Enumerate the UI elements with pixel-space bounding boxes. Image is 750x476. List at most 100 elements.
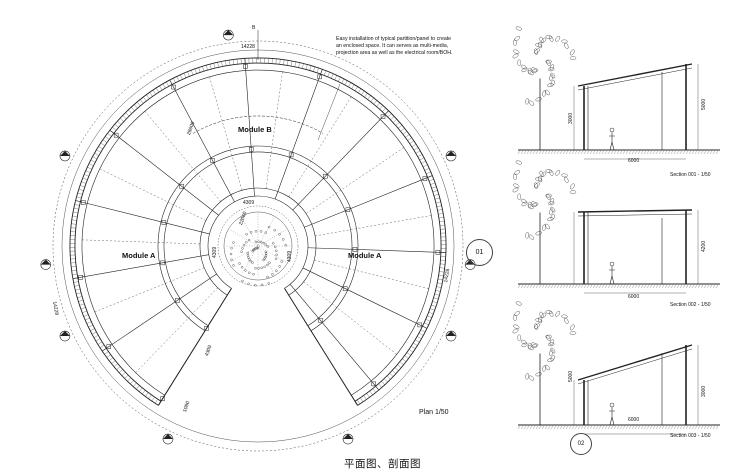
seat-dot <box>246 254 250 257</box>
marker-left-arrow <box>40 259 51 265</box>
section-3 <box>517 344 720 435</box>
tree-leaf <box>515 26 522 31</box>
ground-hatch <box>574 284 578 289</box>
shell-hatch <box>152 90 156 95</box>
ground-hatch <box>607 425 611 430</box>
seat-dot <box>232 264 235 267</box>
seat-dot <box>232 241 235 244</box>
ground-hatch <box>706 425 710 430</box>
shell-hatch <box>119 118 124 122</box>
roof-underside <box>577 348 693 385</box>
person-body <box>609 407 615 426</box>
tree-leaf <box>561 173 568 178</box>
radial-rib <box>302 267 428 329</box>
ground-hatch <box>577 284 581 289</box>
ground-hatch <box>589 284 593 289</box>
label-module-b: Module B <box>238 125 272 134</box>
shell-hatch <box>434 197 440 200</box>
shell-hatch <box>113 363 118 367</box>
shell-hatch <box>351 84 355 89</box>
tree-leaf <box>531 67 537 73</box>
seat-dot <box>280 260 283 263</box>
shell-hatch <box>404 355 409 359</box>
ground-hatch <box>700 284 704 289</box>
ground-hatch <box>700 425 704 430</box>
shell-hatch <box>183 73 187 78</box>
column <box>204 326 209 331</box>
seat-dot <box>264 231 267 234</box>
tree-leaf <box>548 201 555 206</box>
seat-dot <box>257 240 260 243</box>
shell-hatch <box>225 60 227 66</box>
shell-hatch <box>435 290 441 292</box>
shell-hatch <box>96 149 101 153</box>
ground-hatch <box>688 150 692 155</box>
tree-leaf <box>535 177 542 182</box>
seat-dot <box>264 252 268 255</box>
plan-number-badge: 01 <box>466 239 493 266</box>
ground-hatch <box>658 284 662 289</box>
ground-hatch <box>541 150 545 155</box>
north-tag: B <box>252 25 256 31</box>
shell-hatch <box>426 171 431 175</box>
tree-leaf <box>545 334 552 339</box>
ground-hatch <box>652 284 656 289</box>
shell-hatch <box>104 351 109 355</box>
ground-hatch <box>667 284 671 289</box>
ground-hatch <box>547 425 551 430</box>
tree-leaf <box>521 342 528 348</box>
tree-leaf <box>514 36 520 41</box>
section-2-title: Section 002 - 1/50 <box>670 302 711 308</box>
tree-leaf <box>549 208 554 215</box>
seat-dot <box>266 275 269 279</box>
ground-hatch <box>670 284 674 289</box>
ground-hatch <box>712 425 716 430</box>
shell-hatch <box>400 128 405 132</box>
column <box>435 250 441 255</box>
ground-hatch <box>673 150 677 155</box>
tree-leaf <box>550 72 556 79</box>
shell-hatch <box>117 121 122 125</box>
shell-hatch <box>149 92 153 97</box>
tree-leaf <box>546 335 551 341</box>
shell-hatch <box>437 282 443 284</box>
shell-hatch <box>413 342 418 346</box>
tree-3 <box>512 301 577 425</box>
dim-right-inner: 4309 <box>287 250 293 262</box>
ground-hatch <box>598 425 602 430</box>
ground-hatch <box>652 425 656 430</box>
section-3-title: Section 003 - 1/50 <box>670 433 711 439</box>
shell-hatch <box>348 82 351 87</box>
column <box>342 286 348 291</box>
shell-hatch <box>95 338 101 342</box>
shell-hatch <box>99 345 105 348</box>
ground-hatch <box>532 150 536 155</box>
ground-hatch <box>694 425 698 430</box>
seat-dot <box>240 266 244 269</box>
shell-hatch <box>334 75 337 80</box>
seat-dot <box>242 243 246 247</box>
shell-hatch <box>112 127 117 131</box>
ground-hatch <box>556 284 560 289</box>
seat-dot <box>259 230 263 233</box>
shell-hatch <box>162 83 166 89</box>
shell-hatch <box>198 67 201 73</box>
ground-hatch <box>670 150 674 155</box>
shell-hatch <box>108 357 114 361</box>
ground-hatch <box>568 284 572 289</box>
ground-hatch <box>649 150 653 155</box>
tree-leaf <box>549 310 554 317</box>
tree-leaf <box>538 317 543 324</box>
column <box>78 275 83 280</box>
ground-hatch <box>526 425 530 430</box>
shell-hatch <box>71 219 77 221</box>
person-head <box>609 402 615 408</box>
ground-hatch <box>553 150 557 155</box>
tree-leaf <box>542 224 547 231</box>
shell-hatch <box>217 62 219 68</box>
shell-hatch <box>206 65 208 71</box>
marker-bottom-right-arrow <box>343 434 354 440</box>
tree-leaf <box>525 98 530 105</box>
person-3 <box>609 402 615 426</box>
shell-hatch <box>379 105 383 110</box>
